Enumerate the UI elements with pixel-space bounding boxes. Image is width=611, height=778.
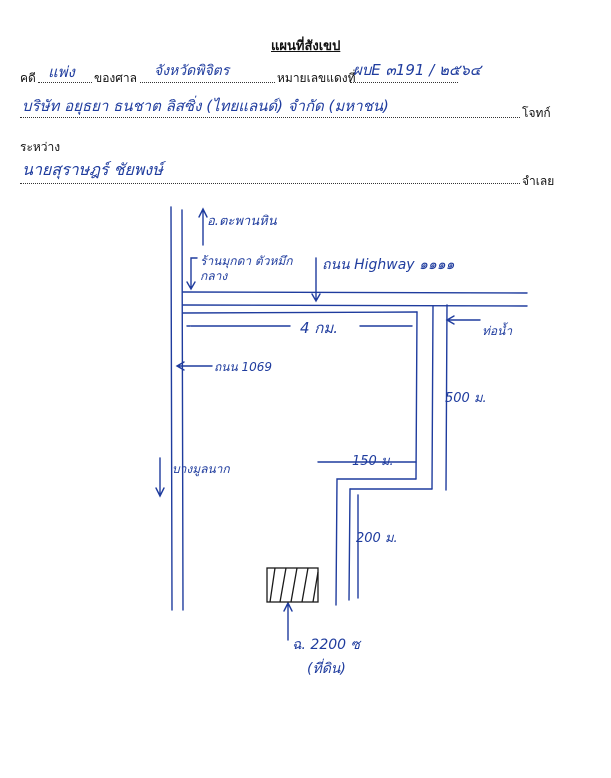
case-type: แพ่ง: [48, 63, 75, 81]
label-plot-sub: (ที่ดิน): [307, 661, 346, 677]
label-intersection: ร้านมุกดา ตัวหมึกกลาง: [200, 254, 293, 283]
arrow-plot: [283, 601, 293, 641]
branch-road-right-edge: [415, 311, 418, 480]
plot-hatched-box: [266, 567, 319, 603]
plaintiff-name: บริษัท อยุธยา ธนชาต ลิสซิ่ง (ไทยแลนด์) จ…: [22, 97, 389, 115]
case-type-line: [38, 82, 92, 83]
label-4km: 4 กม.: [300, 319, 339, 337]
highway-bottom-edge: [182, 304, 528, 307]
branch-road-inner-edge: [431, 305, 434, 490]
defendant-name: นายสุราษฎร์ ชัยพงษ์: [22, 160, 163, 179]
court-label: ของศาล: [94, 71, 137, 85]
arrow-pipe: [445, 315, 481, 325]
defendant-label: จำเลย: [522, 174, 555, 188]
arrow-bang-mun-nak: [155, 457, 165, 498]
label-top-arrow: อ.ตะพานหิน: [207, 214, 277, 229]
road-1069-left-edge: [170, 206, 173, 611]
label-200m: 200 ม.: [356, 531, 398, 546]
label-road-1069: ถนน 1069: [214, 360, 273, 374]
court-name-line: [140, 82, 275, 83]
arrow-up-top: [198, 207, 208, 246]
water-pipe: [445, 304, 448, 491]
court-name: จังหวัดพิจิตร: [154, 63, 230, 79]
label-water-pipe: ท่อน้ำ: [482, 324, 513, 338]
red-case-line: [350, 82, 458, 83]
label-bang-mun-nak: บางมูลนาก: [172, 462, 230, 476]
arrow-road-1069: [175, 361, 213, 371]
label-plot: ฉ. 2200 ซ: [292, 637, 361, 653]
label-500m: 500 ม.: [445, 391, 487, 406]
defendant-line: [20, 183, 520, 184]
red-case-number: ผบE ๓191 / ๒๕๖๔: [353, 61, 482, 79]
arrow-highway: [311, 257, 321, 303]
road-1069-right-edge: [181, 209, 184, 611]
plaintiff-line: [20, 117, 520, 118]
label-highway: ถนน Highway ๑๑๑๑: [322, 257, 455, 273]
branch-road-lower-left: [335, 478, 417, 606]
branch-road-top-edge: [182, 311, 418, 314]
between-label: ระหว่าง: [20, 140, 61, 154]
branch-road-lower-right: [348, 488, 351, 601]
label-150m: 150 ม.: [352, 454, 394, 469]
red-case-label: หมายเลขแดงที่: [277, 71, 356, 85]
case-label: คดี: [20, 71, 36, 85]
plaintiff-label: โจทก์: [522, 106, 551, 120]
highway-top-edge: [182, 291, 528, 294]
page-title: แผนที่สังเขป: [271, 39, 341, 54]
arrow-intersection: [186, 257, 198, 291]
